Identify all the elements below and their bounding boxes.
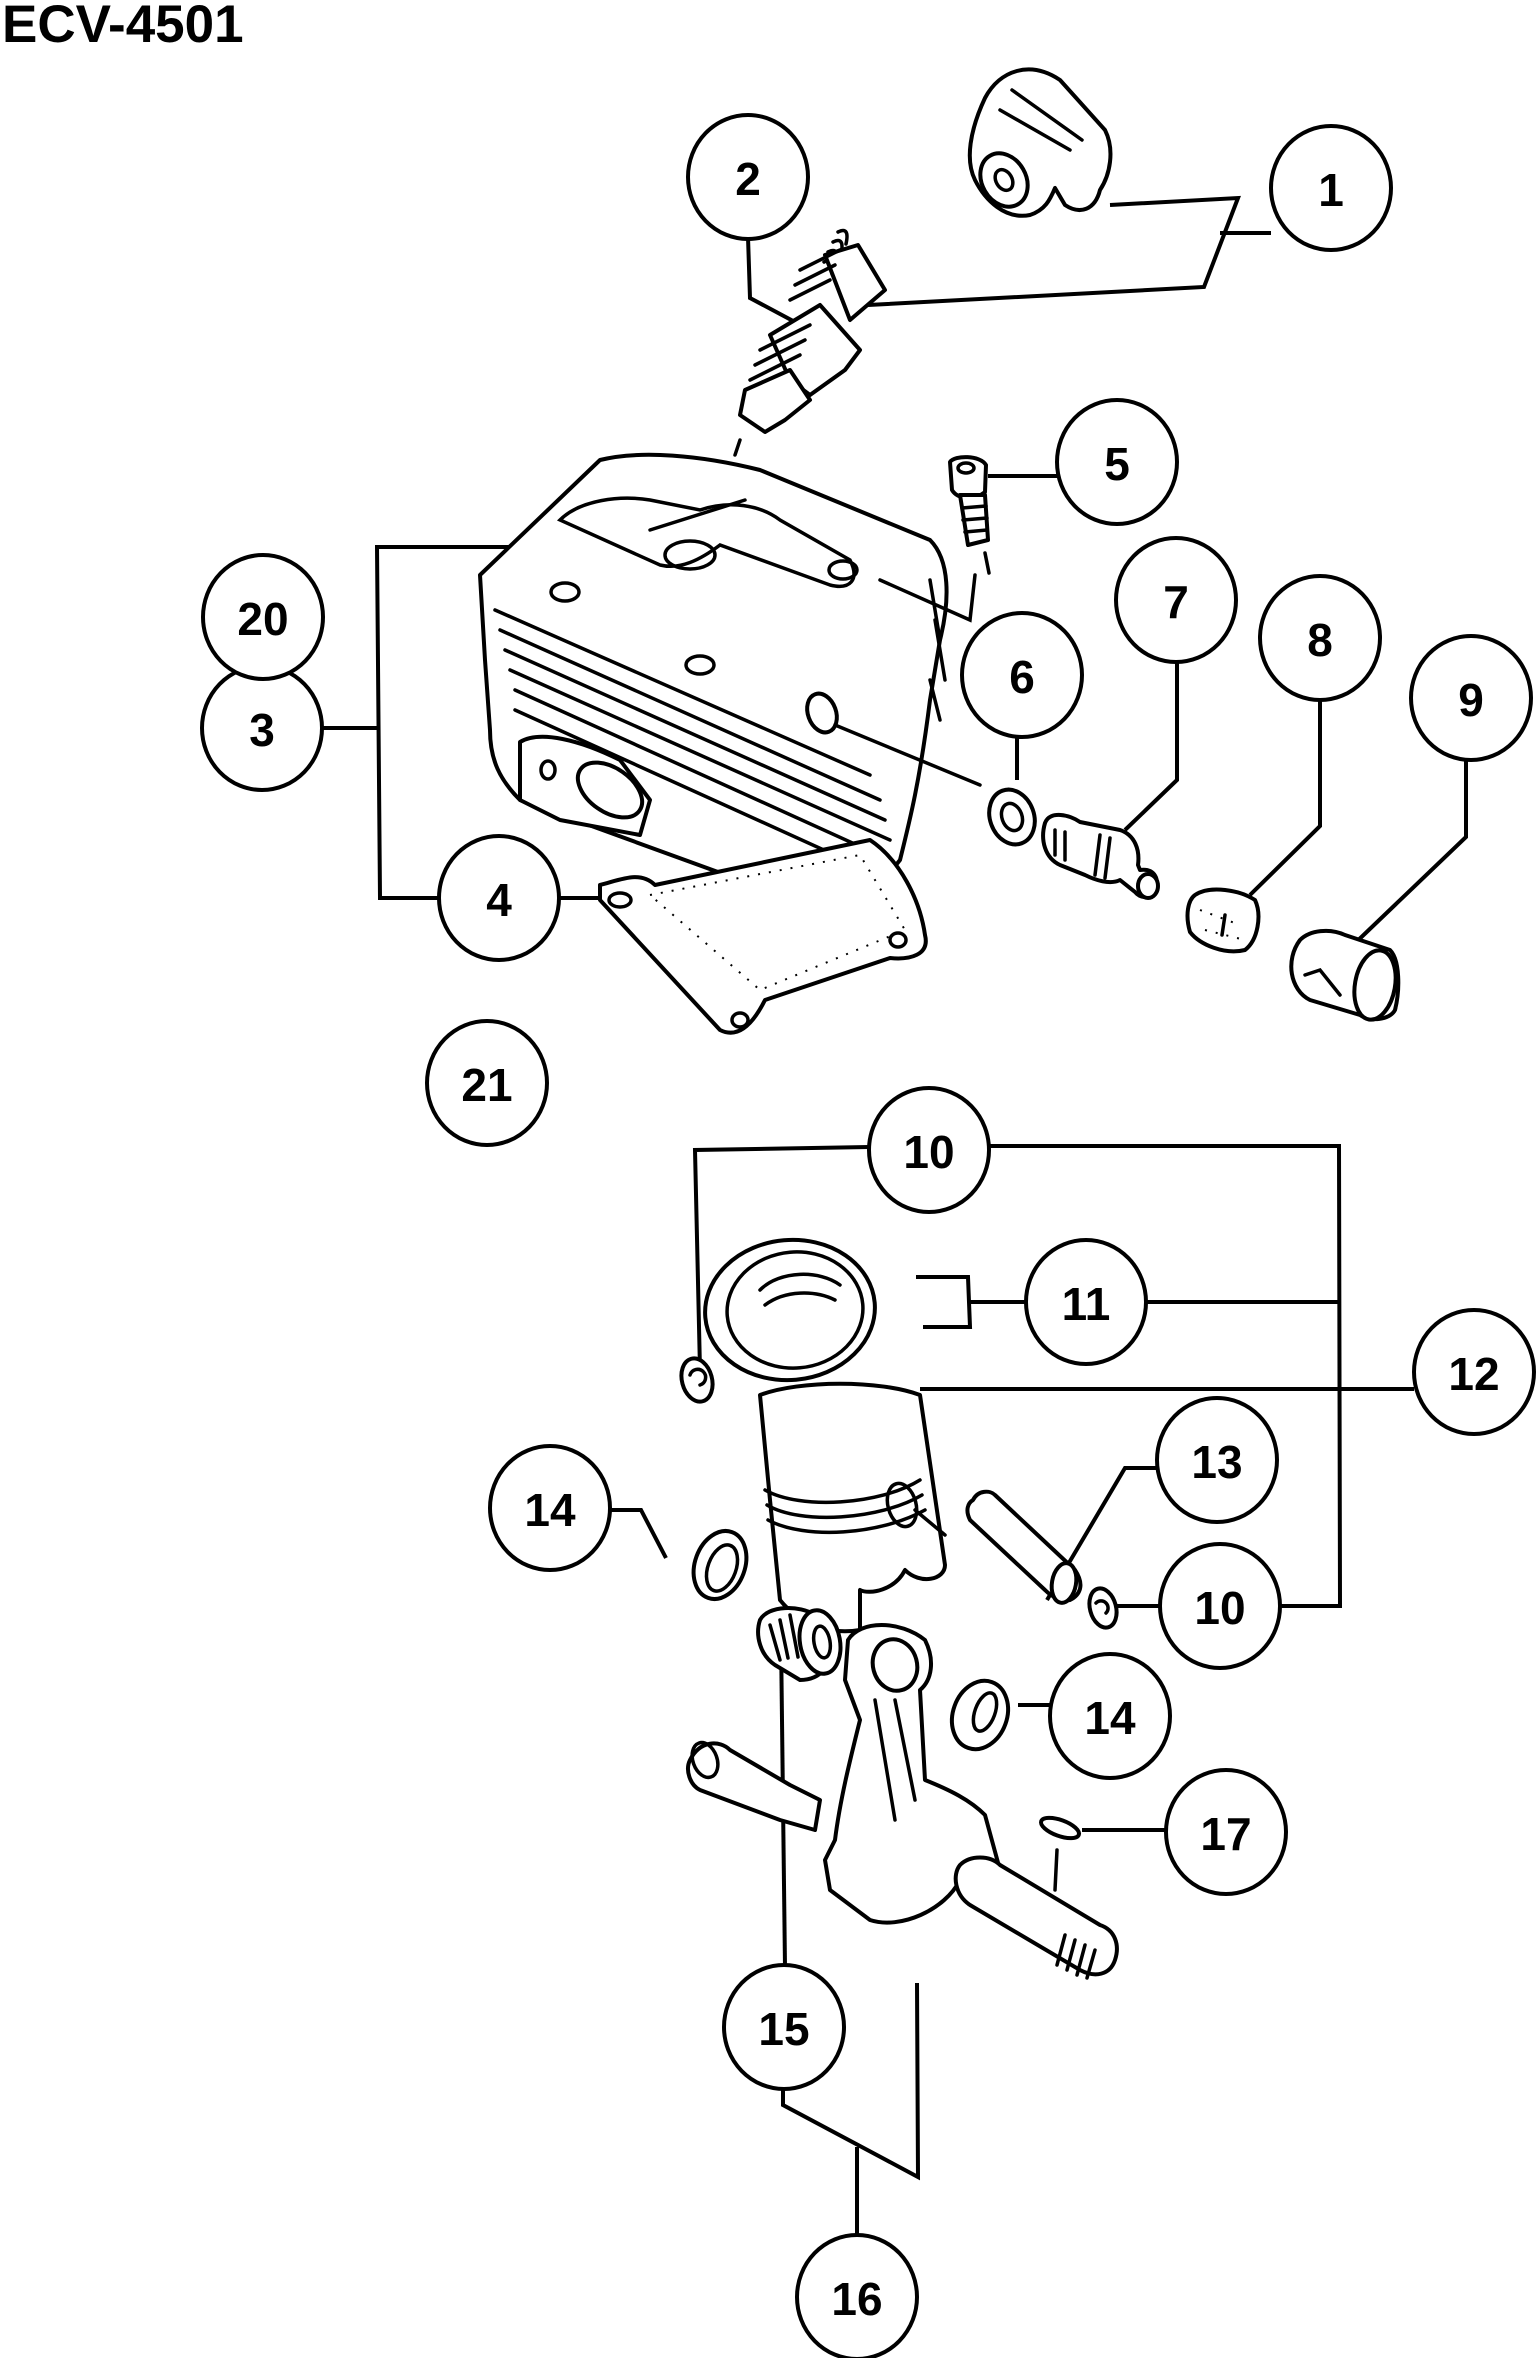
callout-12-piston: 12 (1412, 1308, 1536, 1436)
callout-circle (488, 1444, 612, 1572)
callout-2-spark-plug: 2 (686, 113, 810, 241)
callout-circle (201, 553, 325, 681)
spark-plug-cap-drawing (967, 67, 1113, 218)
leader-11-box (916, 1275, 973, 1329)
callout-number: 16 (831, 2273, 882, 2325)
callout-number: 4 (486, 874, 512, 926)
callout-circle (1258, 574, 1382, 702)
callout-7-decompression-valve: 7 (1114, 536, 1238, 664)
valve-cover-drawing (1289, 928, 1401, 1022)
callout-circle (1269, 124, 1393, 252)
callout-circle (1055, 398, 1179, 526)
leader-10a-left (692, 1145, 870, 1371)
callout-number: 21 (461, 1059, 512, 1111)
callout-number: 20 (237, 593, 288, 645)
piston-pin-clip-drawing (679, 1356, 1119, 1630)
callout-10-piston-pin-clip: 10 (867, 1086, 991, 1214)
cylinder-drawing (478, 452, 982, 912)
callout-number: 7 (1163, 576, 1189, 628)
thrust-washer-left-drawing (691, 1529, 749, 1601)
callout-4-cylinder-gasket: 4 (437, 834, 561, 962)
callout-13-piston-pin: 13 (1155, 1396, 1279, 1524)
callout-5-cylinder-bolt: 5 (1055, 398, 1179, 526)
callout-number: 5 (1104, 438, 1130, 490)
callout-20-cylinder-assembly: 20 (201, 553, 325, 681)
diagram-title: ECV-4501 (2, 0, 244, 54)
crankshaft-drawing (686, 1623, 1119, 1980)
callout-11-piston-ring: 11 (1024, 1238, 1148, 1366)
leader-9 (1348, 758, 1468, 950)
washer-drawing (987, 787, 1037, 847)
callout-circle (686, 113, 810, 241)
callout-number: 11 (1062, 1278, 1111, 1330)
thrust-washer-right-drawing (949, 1678, 1011, 1752)
callout-21-gasket-kit: 21 (425, 1019, 549, 1147)
callout-number: 6 (1009, 651, 1035, 703)
callout-circle (437, 834, 561, 962)
leader-16-bracket (781, 1982, 921, 2181)
callout-number: 12 (1448, 1348, 1499, 1400)
callout-circle (795, 2233, 919, 2358)
callout-circle (1158, 1542, 1282, 1670)
callout-circle (1412, 1308, 1536, 1436)
callout-3-cylinder: 3 (200, 664, 324, 792)
callout-number: 3 (249, 704, 275, 756)
leader-7 (1123, 660, 1179, 832)
callout-circle (1155, 1396, 1279, 1524)
callout-number: 1 (1318, 164, 1344, 216)
callout-circle (1409, 634, 1533, 762)
callout-number: 14 (1084, 1692, 1136, 1744)
callout-circle (722, 1963, 846, 2091)
callout-9-valve-cover: 9 (1409, 634, 1533, 762)
piston-drawing (758, 1381, 947, 1634)
callout-circle (1024, 1238, 1148, 1366)
leader-2 (746, 236, 811, 332)
woodruff-key-drawing (1039, 1815, 1081, 1892)
callout-number: 13 (1191, 1436, 1242, 1488)
callout-circle (425, 1019, 549, 1147)
leader-3-bracket (374, 545, 540, 900)
callout-14-thrust-washer: 14 (1048, 1652, 1172, 1780)
needle-bearing-drawing (756, 1606, 843, 1682)
leader-8 (1248, 698, 1322, 897)
callout-number: 15 (758, 2003, 809, 2055)
leader-14a (610, 1508, 668, 1559)
callout-number: 9 (1458, 674, 1484, 726)
callout-circle (1164, 1768, 1288, 1896)
piston-ring-drawing (703, 1237, 877, 1383)
callout-circle (867, 1086, 991, 1214)
callout-8-valve-cap-inner: 8 (1258, 574, 1382, 702)
callout-circle (960, 611, 1084, 739)
callout-17-woodruff-key: 17 (1164, 1768, 1288, 1896)
cap-spring-drawing (822, 228, 849, 276)
callout-1-spark-plug-cap: 1 (1269, 124, 1393, 252)
leader-1 (867, 195, 1241, 307)
callout-number: 10 (1194, 1582, 1245, 1634)
callout-16-crankshaft-assembly: 16 (795, 2233, 919, 2358)
callout-number: 10 (903, 1126, 954, 1178)
leader-10-right (990, 1144, 1343, 1608)
cylinder-gasket-drawing (598, 838, 928, 1035)
leader-13 (1045, 1466, 1157, 1602)
callout-circle (1048, 1652, 1172, 1780)
decompression-valve-drawing (1041, 813, 1160, 900)
callout-15-needle-bearing: 15 (722, 1963, 846, 2091)
callout-number: 8 (1307, 614, 1333, 666)
leader-lines (322, 195, 1468, 2237)
callout-14-thrust-washer: 14 (488, 1444, 612, 1572)
callout-number: 2 (735, 153, 761, 205)
valve-cap-inner-drawing (1185, 887, 1261, 954)
callout-number: 17 (1200, 1808, 1251, 1860)
cylinder-bolt-drawing (948, 455, 991, 575)
callout-number: 14 (524, 1484, 576, 1536)
callout-circle (1114, 536, 1238, 664)
piston-pin-drawing (965, 1489, 1083, 1605)
callout-6-washer: 6 (960, 611, 1084, 739)
spark-plug-drawing (733, 243, 887, 457)
callout-10-piston-pin-clip: 10 (1158, 1542, 1282, 1670)
